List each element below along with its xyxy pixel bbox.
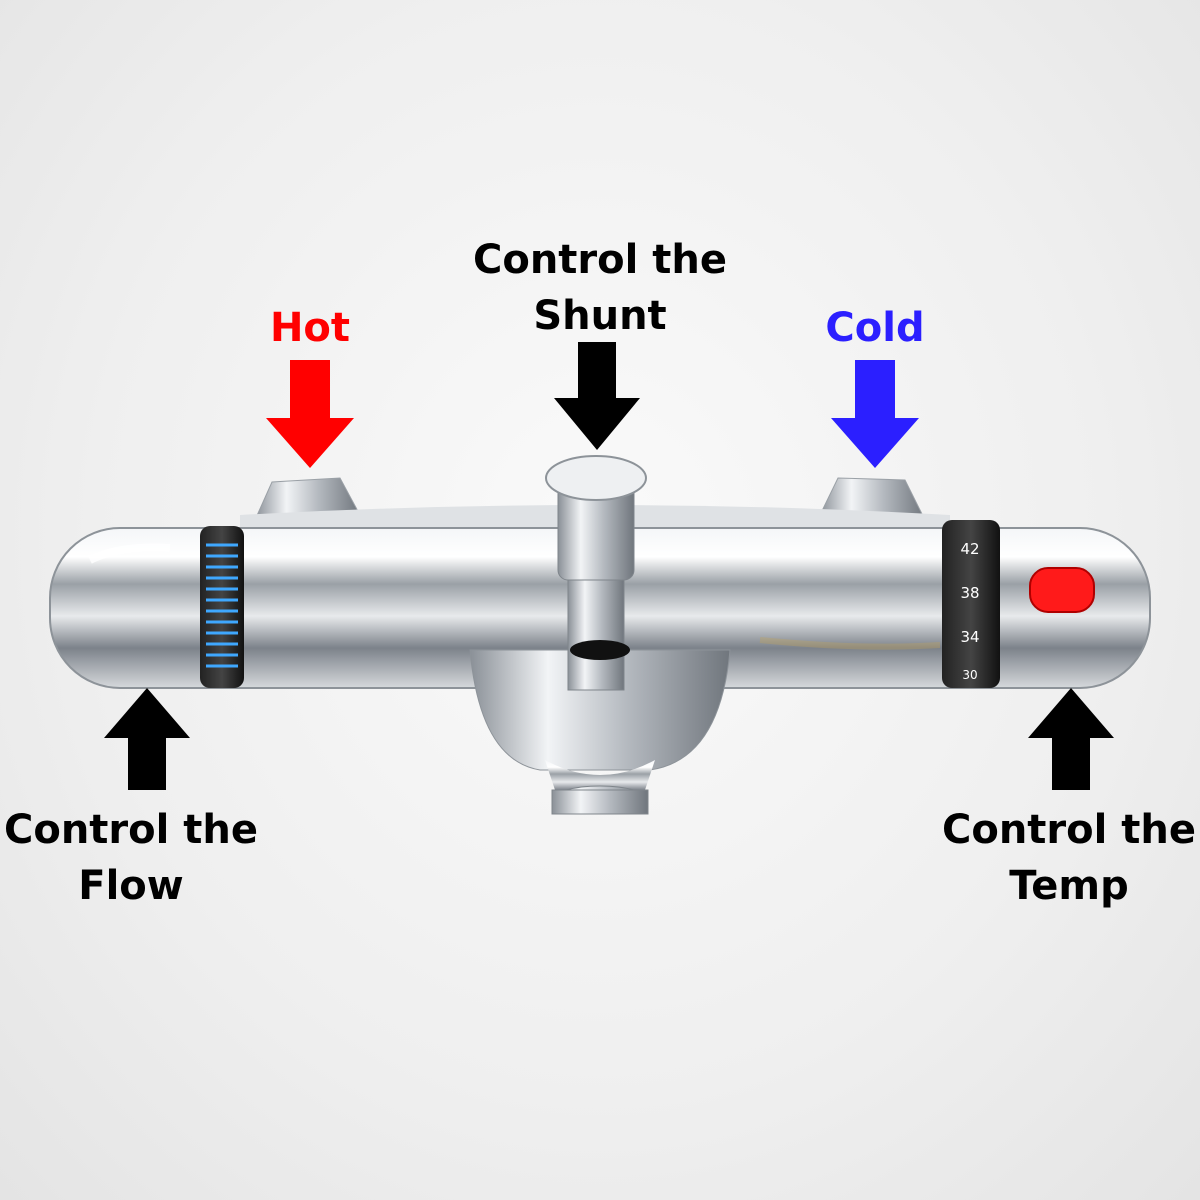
shunt-arrow-icon <box>554 342 640 450</box>
cold-label: Cold <box>825 305 925 351</box>
temp-label: Control the Temp <box>938 802 1200 914</box>
temp-label-line2: Temp <box>1009 863 1129 909</box>
temp-arrow-icon <box>1028 688 1114 790</box>
dial-number: 30 <box>962 668 978 682</box>
faucet-spout <box>469 649 731 815</box>
dial-number: 34 <box>960 628 980 646</box>
shunt-label-line2: Shunt <box>533 293 667 339</box>
flow-label: Control the Flow <box>0 802 262 914</box>
dial-number: 42 <box>960 540 980 558</box>
flow-label-line1: Control the <box>3 807 258 853</box>
flow-control-ring[interactable] <box>200 526 244 688</box>
flow-label-line2: Flow <box>78 863 184 909</box>
shunt-label-line1: Control the <box>472 237 727 283</box>
shunt-label: Control the Shunt <box>440 232 760 344</box>
temperature-dial[interactable] <box>942 520 1000 688</box>
flow-arrow-icon <box>104 688 190 790</box>
temperature-safety-button[interactable] <box>1029 567 1095 613</box>
cold-arrow-icon <box>831 360 919 468</box>
hot-label: Hot <box>269 305 351 351</box>
diverter-knob[interactable] <box>545 455 647 691</box>
hot-arrow-icon <box>266 360 354 468</box>
temp-label-line1: Control the <box>941 807 1196 853</box>
dial-number: 38 <box>960 584 980 602</box>
